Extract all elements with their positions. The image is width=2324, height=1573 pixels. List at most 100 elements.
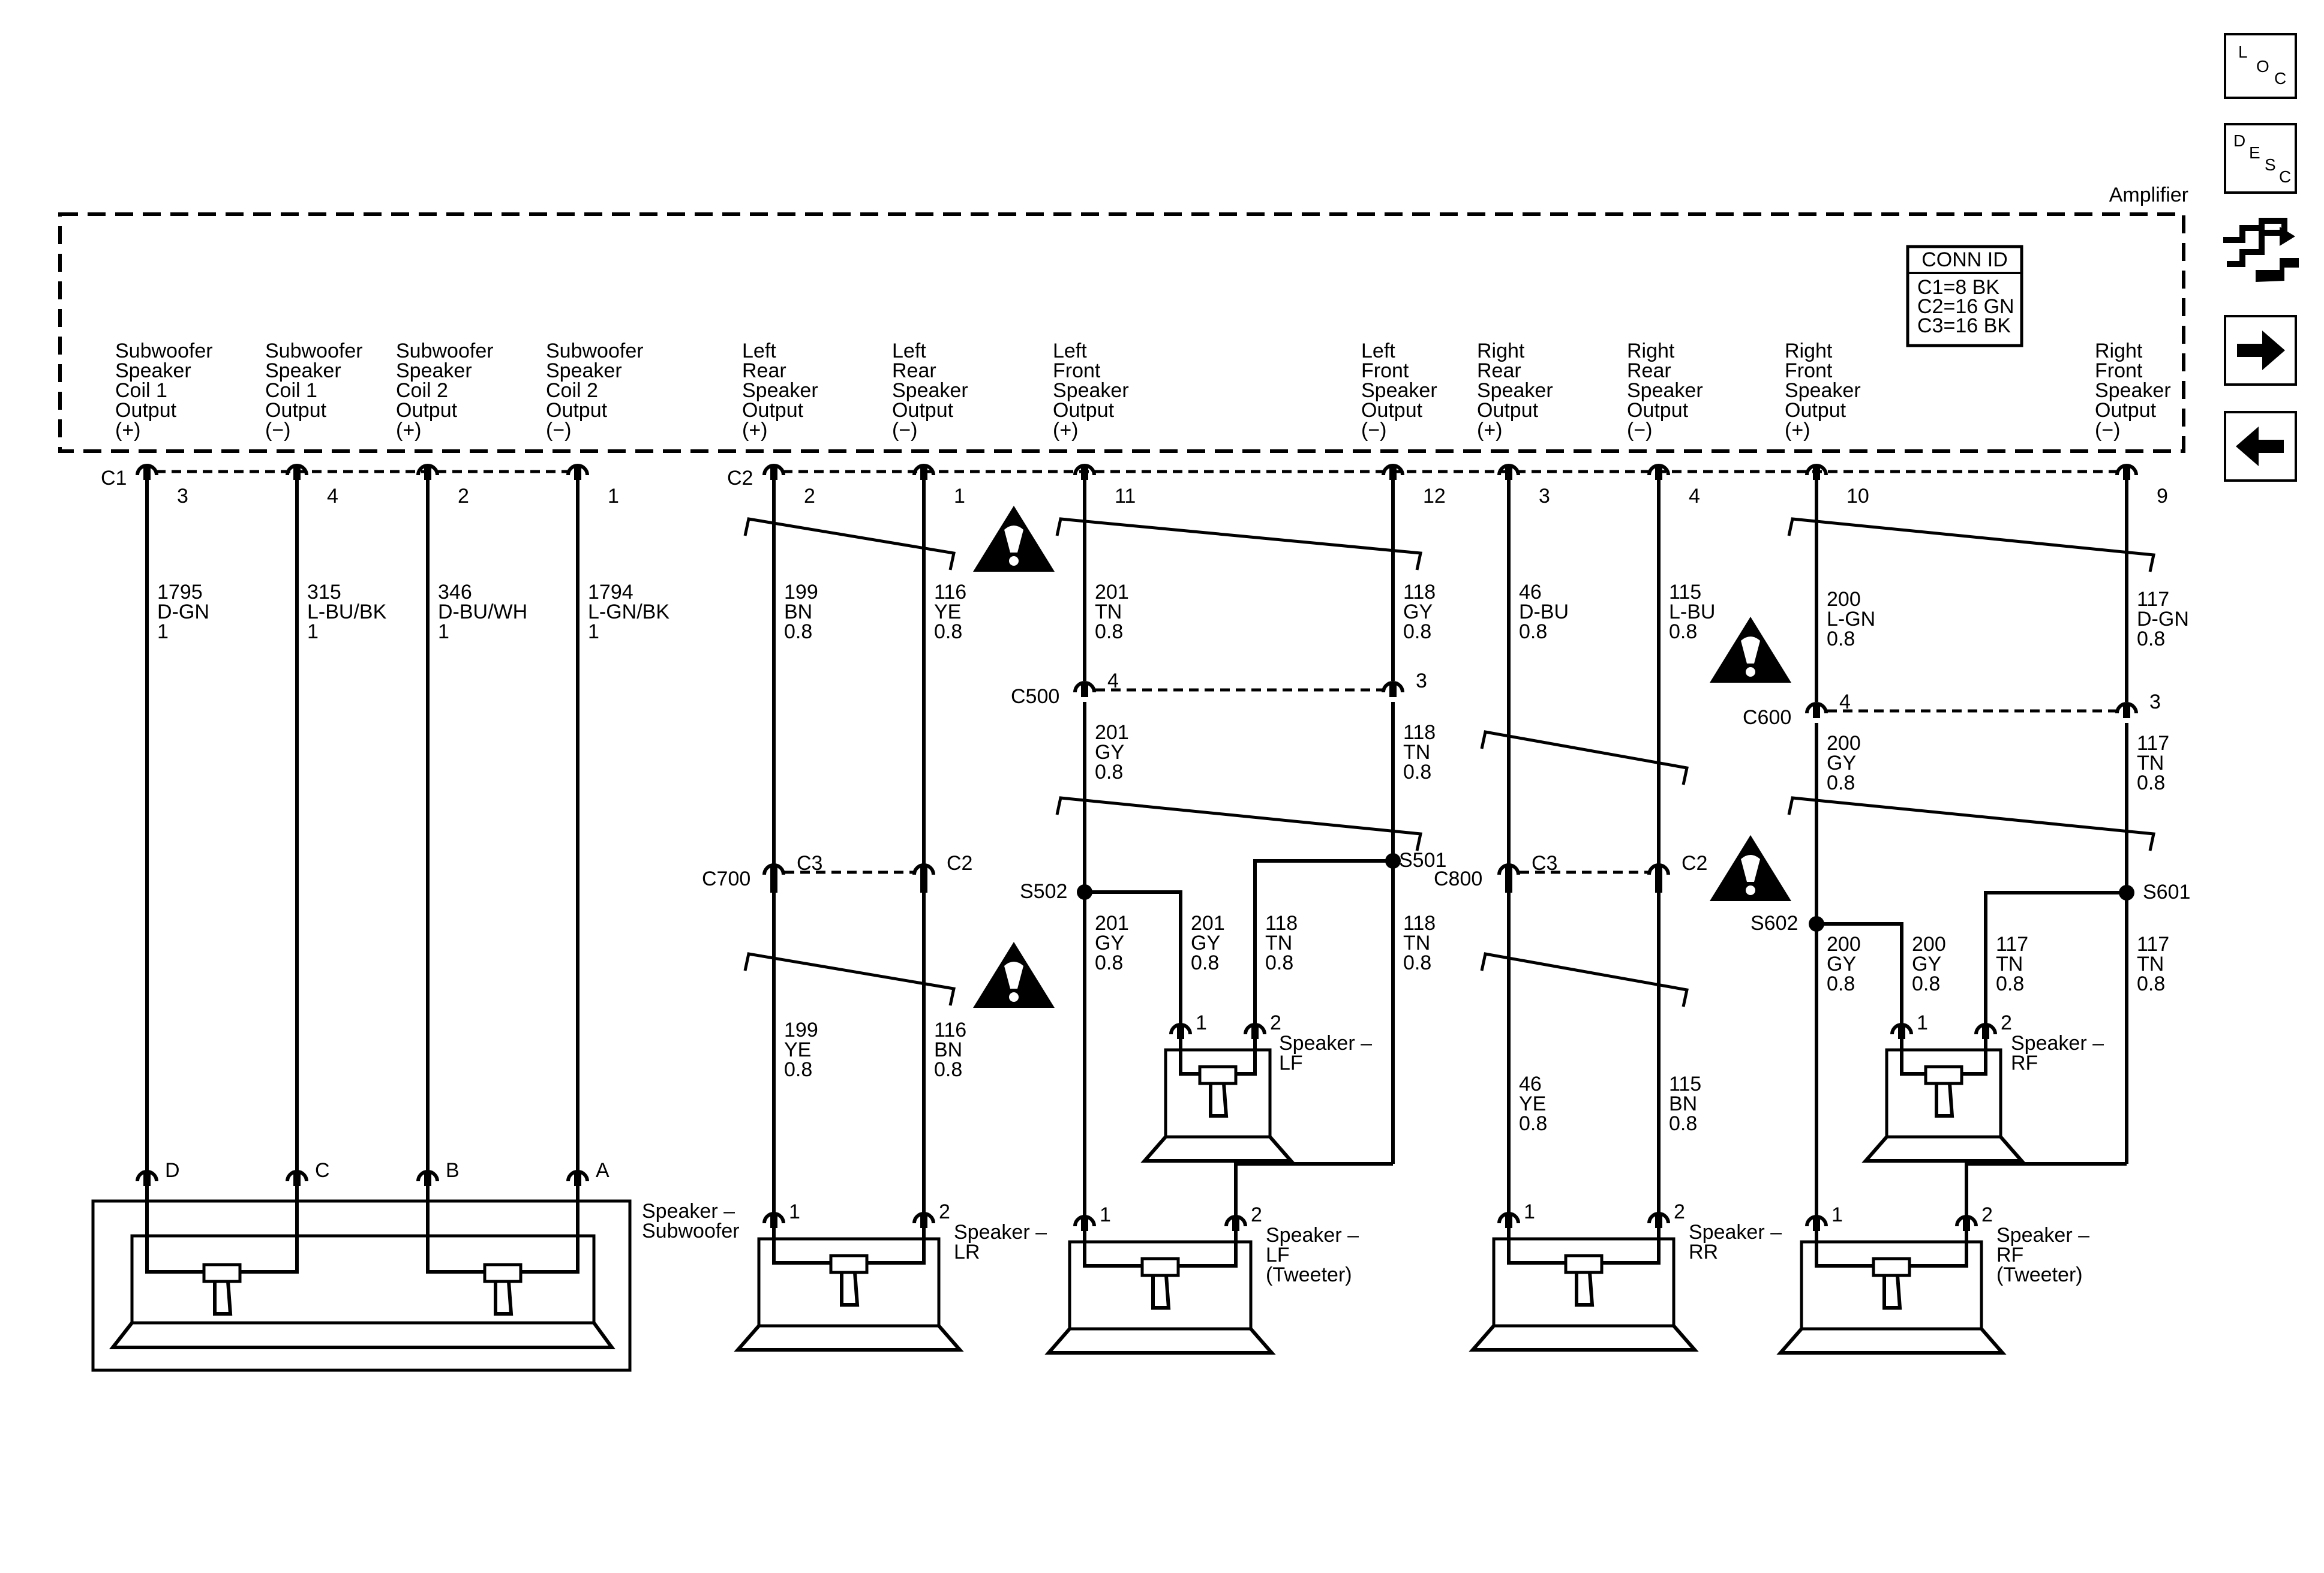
- output-label-3-line: Speaker: [546, 359, 622, 382]
- splice-label-S501: S501: [1399, 849, 1446, 872]
- c500-label: C500: [1011, 685, 1059, 708]
- speaker-lr-cone: [734, 1325, 964, 1352]
- pin-number-9: 4: [1689, 485, 1700, 508]
- wire-label-4-line: 199: [784, 581, 818, 604]
- output-label-9-line: Rear: [1627, 359, 1671, 382]
- speaker-rr-coil-stem: [1575, 1272, 1595, 1307]
- conn-id-entry-line: C1=8 BK: [1917, 276, 1999, 299]
- wire-label-front-low-line: 200: [1912, 933, 1946, 956]
- wire-label-front-low-line: 0.8: [1827, 972, 1855, 995]
- c800-label: C800: [1434, 867, 1482, 890]
- twist-mark-rr-upper: [1480, 730, 1689, 785]
- speaker-lf-coil: [1198, 1065, 1238, 1085]
- next-page-button[interactable]: [2224, 315, 2297, 386]
- output-label-6-line: Speaker: [1053, 379, 1129, 402]
- wire-label-front-low-line: 0.8: [1996, 972, 2024, 995]
- wire-label-lr-minus-low-line: 116: [934, 1019, 966, 1041]
- wire-label-front-low-line: 0.8: [1403, 951, 1431, 974]
- loc-letter-l: L: [2238, 43, 2248, 61]
- output-label-4-line: Rear: [742, 359, 786, 382]
- output-label-6-line: (+): [1053, 419, 1079, 442]
- speaker-rf-tweeter-coil: [1872, 1257, 1911, 1277]
- wire-label-lf-minus-mid-line: 0.8: [1403, 761, 1431, 784]
- warning-icon-lr-lower: [973, 942, 1055, 1008]
- schematic-link-button[interactable]: [2220, 215, 2301, 287]
- speaker-lf-pin2-label: 2: [1270, 1011, 1281, 1034]
- wire-label-front-low-line: 200: [1827, 933, 1861, 956]
- output-label-3-line: Output: [546, 399, 608, 422]
- output-label-8-line: Rear: [1477, 359, 1521, 382]
- speaker-lr-pin1-label: 1: [789, 1200, 800, 1223]
- twist-mark-lf-upper: [1055, 517, 1423, 571]
- next-arrow-icon: [2237, 331, 2285, 370]
- wire-label-5-line: 116: [934, 581, 966, 604]
- wire-label-front-low-line: 117: [1996, 933, 2028, 956]
- location-button[interactable]: L O C: [2224, 33, 2297, 99]
- wire-label-front-low-line: 118: [1265, 912, 1298, 935]
- output-label-9-line: Output: [1627, 399, 1689, 422]
- wire-label-0-line: 1795: [157, 581, 203, 604]
- splice-label-S502: S502: [1020, 880, 1067, 903]
- wire-label-0-line: D-GN: [157, 601, 209, 623]
- output-label-8-line: Speaker: [1477, 379, 1553, 402]
- pin-number-8: 3: [1539, 485, 1550, 508]
- output-label-5-line: (−): [892, 419, 918, 442]
- wire-label-9-line: 0.8: [1669, 620, 1697, 643]
- branch-to-speaker-pin1: [1085, 890, 1182, 1026]
- wire-label-lf-plus-mid-line: 0.8: [1095, 761, 1123, 784]
- output-label-8-line: Right: [1477, 340, 1525, 362]
- output-label-1-line: Output: [265, 399, 327, 422]
- speaker-rf-pin1-label: 1: [1917, 1011, 1928, 1034]
- wire-label-rr-plus-low-line: 0.8: [1519, 1112, 1547, 1135]
- speaker-rr-pin2-label: 2: [1674, 1200, 1685, 1223]
- pin-number-3: 1: [608, 485, 619, 508]
- wire-label-front-low-line: TN: [1265, 932, 1292, 954]
- wire-label-front-low-line: 0.8: [2137, 972, 2165, 995]
- c1-connector-label: C1: [101, 467, 127, 490]
- wire-label-front-low-line: GY: [1095, 932, 1124, 954]
- wire-label-front-low-line: GY: [1912, 953, 1941, 975]
- speaker-rf-name-line: Speaker –: [2011, 1032, 2104, 1055]
- wire-label-front-low-line: 0.8: [1191, 951, 1219, 974]
- c500-pin-b: 3: [1416, 670, 1427, 692]
- wire-label-front-low-line: 118: [1403, 912, 1436, 935]
- desc-letter-e: E: [2249, 143, 2260, 162]
- wire-label-5-line: 0.8: [934, 620, 962, 643]
- warning-icon-lr-upper-dot: [1009, 556, 1019, 566]
- warning-icon-rr-upper-exclamation: [1741, 637, 1760, 664]
- wire-label-6-line: 201: [1095, 581, 1129, 604]
- previous-page-button[interactable]: [2224, 411, 2297, 482]
- wire-label-10-line: 200: [1827, 588, 1861, 611]
- schematic-link-icon: [2223, 218, 2299, 282]
- pin-number-4: 2: [804, 485, 815, 508]
- speaker-lf-name-line: LF: [1279, 1052, 1303, 1074]
- speaker-rr-pin1-label: 1: [1524, 1200, 1535, 1223]
- speaker-rr-name-line: Speaker –: [1689, 1221, 1782, 1244]
- wire-label-rr-minus-low-line: BN: [1669, 1092, 1697, 1115]
- wire-label-11-line: D-GN: [2137, 608, 2189, 631]
- subwoofer-name-line: Subwoofer: [642, 1220, 740, 1242]
- c600-label: C600: [1743, 706, 1791, 729]
- output-label-5-line: Rear: [892, 359, 936, 382]
- subwoofer-pin-label-2: B: [446, 1159, 460, 1182]
- wire-label-8-line: D-BU: [1519, 601, 1569, 623]
- output-label-4-line: Output: [742, 399, 804, 422]
- pin-number-6: 11: [1115, 485, 1136, 508]
- wire-label-front-low-line: 0.8: [1265, 951, 1293, 974]
- output-label-6-line: Front: [1053, 359, 1101, 382]
- speaker-lf-tweeter-name-line: (Tweeter): [1266, 1263, 1352, 1286]
- wire-label-3-line: L-GN/BK: [588, 601, 669, 623]
- wire-label-7-line: GY: [1403, 601, 1433, 623]
- output-label-5-line: Left: [892, 340, 926, 362]
- output-label-3-line: Subwoofer: [546, 340, 644, 362]
- wire-label-lr-plus-low-line: YE: [784, 1038, 811, 1061]
- output-label-0-line: Subwoofer: [115, 340, 213, 362]
- wire-label-lr-plus-low-line: 0.8: [784, 1058, 812, 1081]
- speaker-rf-coil: [1924, 1065, 1963, 1085]
- wire-label-lr-minus-low-line: 0.8: [934, 1058, 962, 1081]
- wire-label-7-line: 0.8: [1403, 620, 1431, 643]
- description-button[interactable]: D E S C: [2224, 123, 2297, 194]
- output-label-1-line: (−): [265, 419, 291, 442]
